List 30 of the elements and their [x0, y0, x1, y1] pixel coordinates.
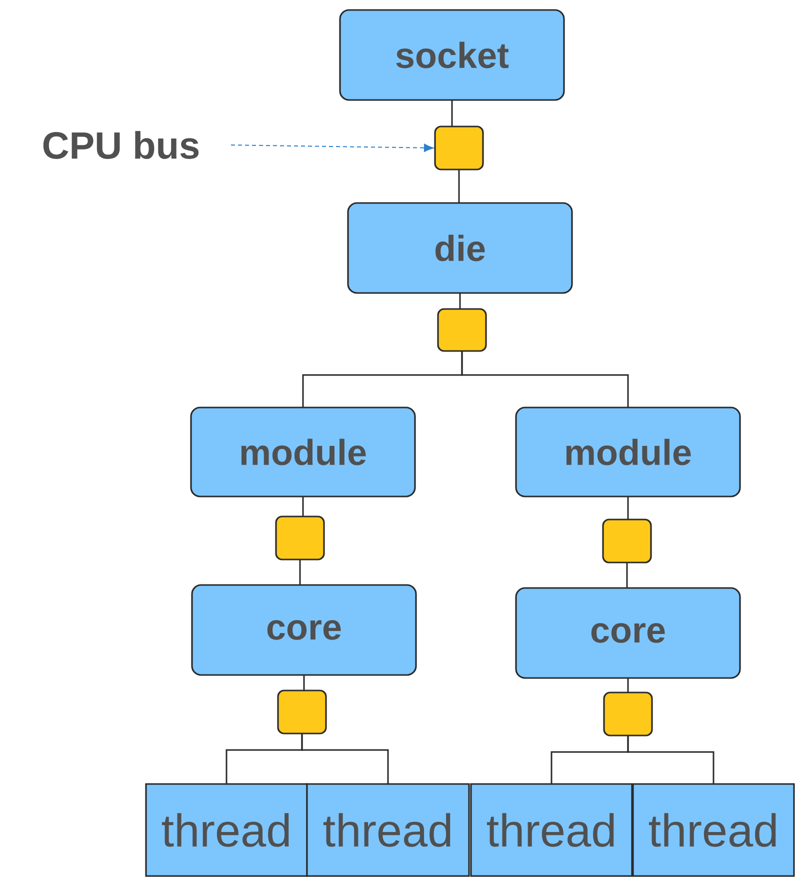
process-box: core — [191, 584, 417, 676]
connector-line — [627, 678, 629, 692]
thread-box: thread — [306, 783, 470, 877]
connector-line — [627, 736, 714, 784]
bus-square — [603, 692, 653, 736]
bus-square — [277, 690, 327, 734]
connector-line — [299, 560, 301, 585]
process-box: socket — [339, 9, 565, 101]
connector-line — [459, 293, 461, 309]
process-box: core — [515, 587, 741, 679]
connector-line — [461, 351, 629, 408]
thread-box: thread — [470, 783, 633, 877]
process-box: die — [347, 202, 573, 294]
connector-line — [451, 100, 453, 126]
thread-box: thread — [632, 783, 795, 877]
connector-line — [626, 562, 628, 588]
connector-line — [627, 496, 629, 520]
process-box: module — [190, 406, 416, 498]
bus-square — [434, 126, 484, 170]
bus-square — [437, 308, 487, 352]
thread-box: thread — [145, 783, 308, 877]
bus-label: CPU bus — [43, 131, 199, 159]
connector-line — [302, 496, 304, 516]
bus-square — [275, 516, 325, 560]
bus-square — [602, 518, 652, 564]
process-box: module — [515, 406, 741, 498]
connector-line — [303, 675, 305, 690]
connector-line — [301, 734, 389, 784]
arrow — [230, 144, 434, 152]
connector-line — [458, 170, 460, 203]
